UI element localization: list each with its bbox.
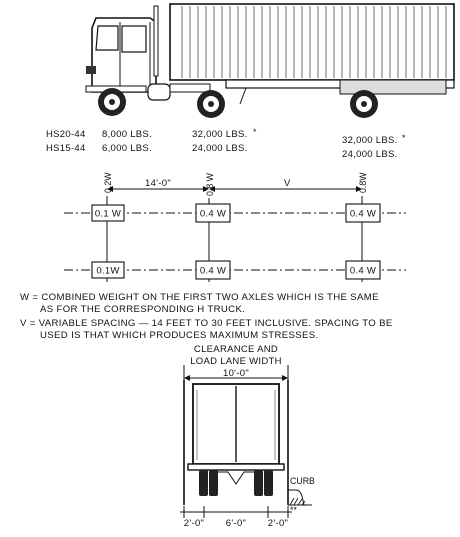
lane-width-label: 10'-0" xyxy=(223,368,249,379)
front-wheel xyxy=(98,88,126,116)
hs20-rear-load: 32,000 LBS. xyxy=(342,135,398,146)
fixed-spacing-label: 14'-0" xyxy=(145,178,171,189)
hs15-middle-load: 24,000 LBS. xyxy=(192,143,248,154)
hs20-middle-load: 32,000 LBS. xyxy=(192,129,248,140)
hs15-rear-load: 24,000 LBS. xyxy=(342,149,398,160)
w-definition-line2: AS FOR THE CORRESPONDING H TRUCK. xyxy=(40,304,245,315)
row2-front-wheel-box xyxy=(91,261,125,279)
curb-hatch xyxy=(289,497,306,506)
curb-label: CURB xyxy=(290,476,315,486)
right-inner-tire xyxy=(254,470,263,496)
rear-axle-fraction: 0.8W xyxy=(358,172,368,193)
trailer-body xyxy=(169,3,455,81)
curb-outline xyxy=(288,489,305,506)
row1-middle-wheel-box xyxy=(195,203,231,223)
cab-door-window xyxy=(121,25,147,53)
right-outer-tire xyxy=(264,470,273,496)
hs20-label: HS20-44 xyxy=(46,129,86,140)
cab-windshield xyxy=(95,25,119,51)
row2-middle-wheel-load: 0.4 W xyxy=(200,266,226,277)
hs15-label: HS15-44 xyxy=(46,143,86,154)
rear-load-star: * xyxy=(402,133,406,143)
wheel-gauge-label: 6'-0" xyxy=(226,518,246,529)
front-axle-fraction: 0.2W xyxy=(103,172,113,193)
row1-front-wheel-load: 0.1 W xyxy=(95,209,121,220)
row1-middle-wheel-load: 0.4 W xyxy=(200,209,226,220)
left-inner-tire xyxy=(209,470,218,496)
row1-rear-wheel-load: 0.4 W xyxy=(350,209,376,220)
axle-load-table: HS20-44 HS15-44 8,000 LBS. 6,000 LBS. 32… xyxy=(46,127,406,160)
curb-double-star: ** xyxy=(290,505,297,515)
trailer-wheel xyxy=(350,90,378,118)
clearance-rear-view: CLEARANCE AND LOAD LANE WIDTH 10'-0" CUR… xyxy=(180,344,315,529)
row1-front-wheel-box xyxy=(91,204,125,222)
rear-axle-housing xyxy=(218,471,254,485)
middle-axle-fraction: 0.8 W xyxy=(205,172,215,196)
v-definition-line2: USED IS THAT WHICH PRODUCES MAXIMUM STRE… xyxy=(40,330,319,341)
clearance-title-line2: LOAD LANE WIDTH xyxy=(190,356,282,367)
exhaust-stack xyxy=(153,5,159,77)
axle-plan-diagram: 0.2W 0.8 W 0.8W 14'-0" V 0.1 W 0.4 W 0.4… xyxy=(64,172,406,282)
rear-bumper xyxy=(187,463,285,471)
trailer-ribs xyxy=(181,6,447,78)
w-definition-line1: W = COMBINED WEIGHT ON THE FIRST TWO AXL… xyxy=(20,292,379,303)
truck-side-view xyxy=(85,3,455,118)
row2-rear-wheel-box xyxy=(345,260,381,280)
fuel-tank xyxy=(147,83,171,101)
variable-spacing-label: V xyxy=(284,178,291,189)
hs15-front-load: 6,000 LBS. xyxy=(102,143,152,154)
left-offset-label: 2'-0" xyxy=(184,518,204,529)
drive-wheel xyxy=(197,90,225,118)
left-outer-tire xyxy=(199,470,208,496)
row2-middle-wheel-box xyxy=(195,260,231,280)
row2-front-wheel-load: 0.1W xyxy=(96,266,119,277)
definitions-notes: W = COMBINED WEIGHT ON THE FIRST TWO AXL… xyxy=(20,292,393,341)
middle-load-star: * xyxy=(253,127,257,137)
clearance-title-line1: CLEARANCE AND xyxy=(194,344,278,355)
row1-rear-wheel-box xyxy=(345,203,381,223)
row2-rear-wheel-load: 0.4 W xyxy=(350,266,376,277)
right-offset-label: 2'-0" xyxy=(268,518,288,529)
v-definition-line1: V = VARIABLE SPACING — 14 FEET TO 30 FEE… xyxy=(20,318,393,329)
hs20-front-load: 8,000 LBS. xyxy=(102,129,152,140)
